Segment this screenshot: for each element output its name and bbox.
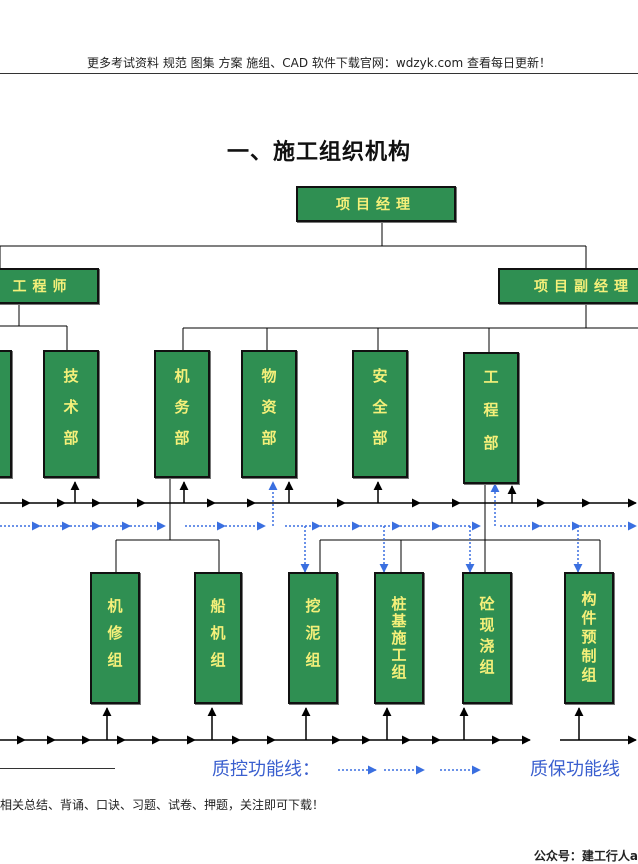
lower-qa-line [0, 707, 637, 745]
upper-qa-line [0, 481, 637, 508]
qc-dotted-line [0, 481, 637, 573]
qa-legend-label: 质保功能线 [530, 759, 620, 780]
footer-account: 公众号：建工行人a [533, 849, 638, 863]
engineering-dept-box: 工程部 [463, 352, 519, 484]
qc-legend-label: 质控功能线： [212, 759, 320, 780]
project-manager-box: 项目经理 [296, 186, 456, 222]
precast-team-box: 构件预制组 [564, 572, 614, 704]
safety-dept-box: 安全部 [352, 350, 408, 478]
header-rule [0, 73, 638, 74]
deputy-manager-box: 项目副经理 [498, 268, 638, 304]
machinery-dept-box: 机务部 [154, 350, 210, 478]
page-header: 更多考试资料 规范 图集 方案 施组、CAD 软件下载官网：wdzyk.com … [87, 56, 551, 70]
materials-dept-box: 物资部 [241, 350, 297, 478]
hierarchy-lines [0, 222, 638, 572]
tech-dept-box: 技术部 [43, 350, 99, 478]
footer-rule [0, 768, 115, 769]
concrete-team-box: 砼现浇组 [462, 572, 512, 704]
dredging-team-box: 挖泥组 [288, 572, 338, 704]
vessel-team-box: 船机组 [194, 572, 242, 704]
diagram-title: 一、施工组织机构 [226, 139, 411, 165]
pile-team-box: 桩基施工组 [374, 572, 424, 704]
footer-note: 相关总结、背诵、口诀、习题、试卷、押题，关注即可下载！ [0, 798, 325, 812]
partial-dept-box [0, 350, 12, 478]
chief-engineer-box: 工程师 [0, 268, 99, 304]
repair-team-box: 机修组 [90, 572, 140, 704]
